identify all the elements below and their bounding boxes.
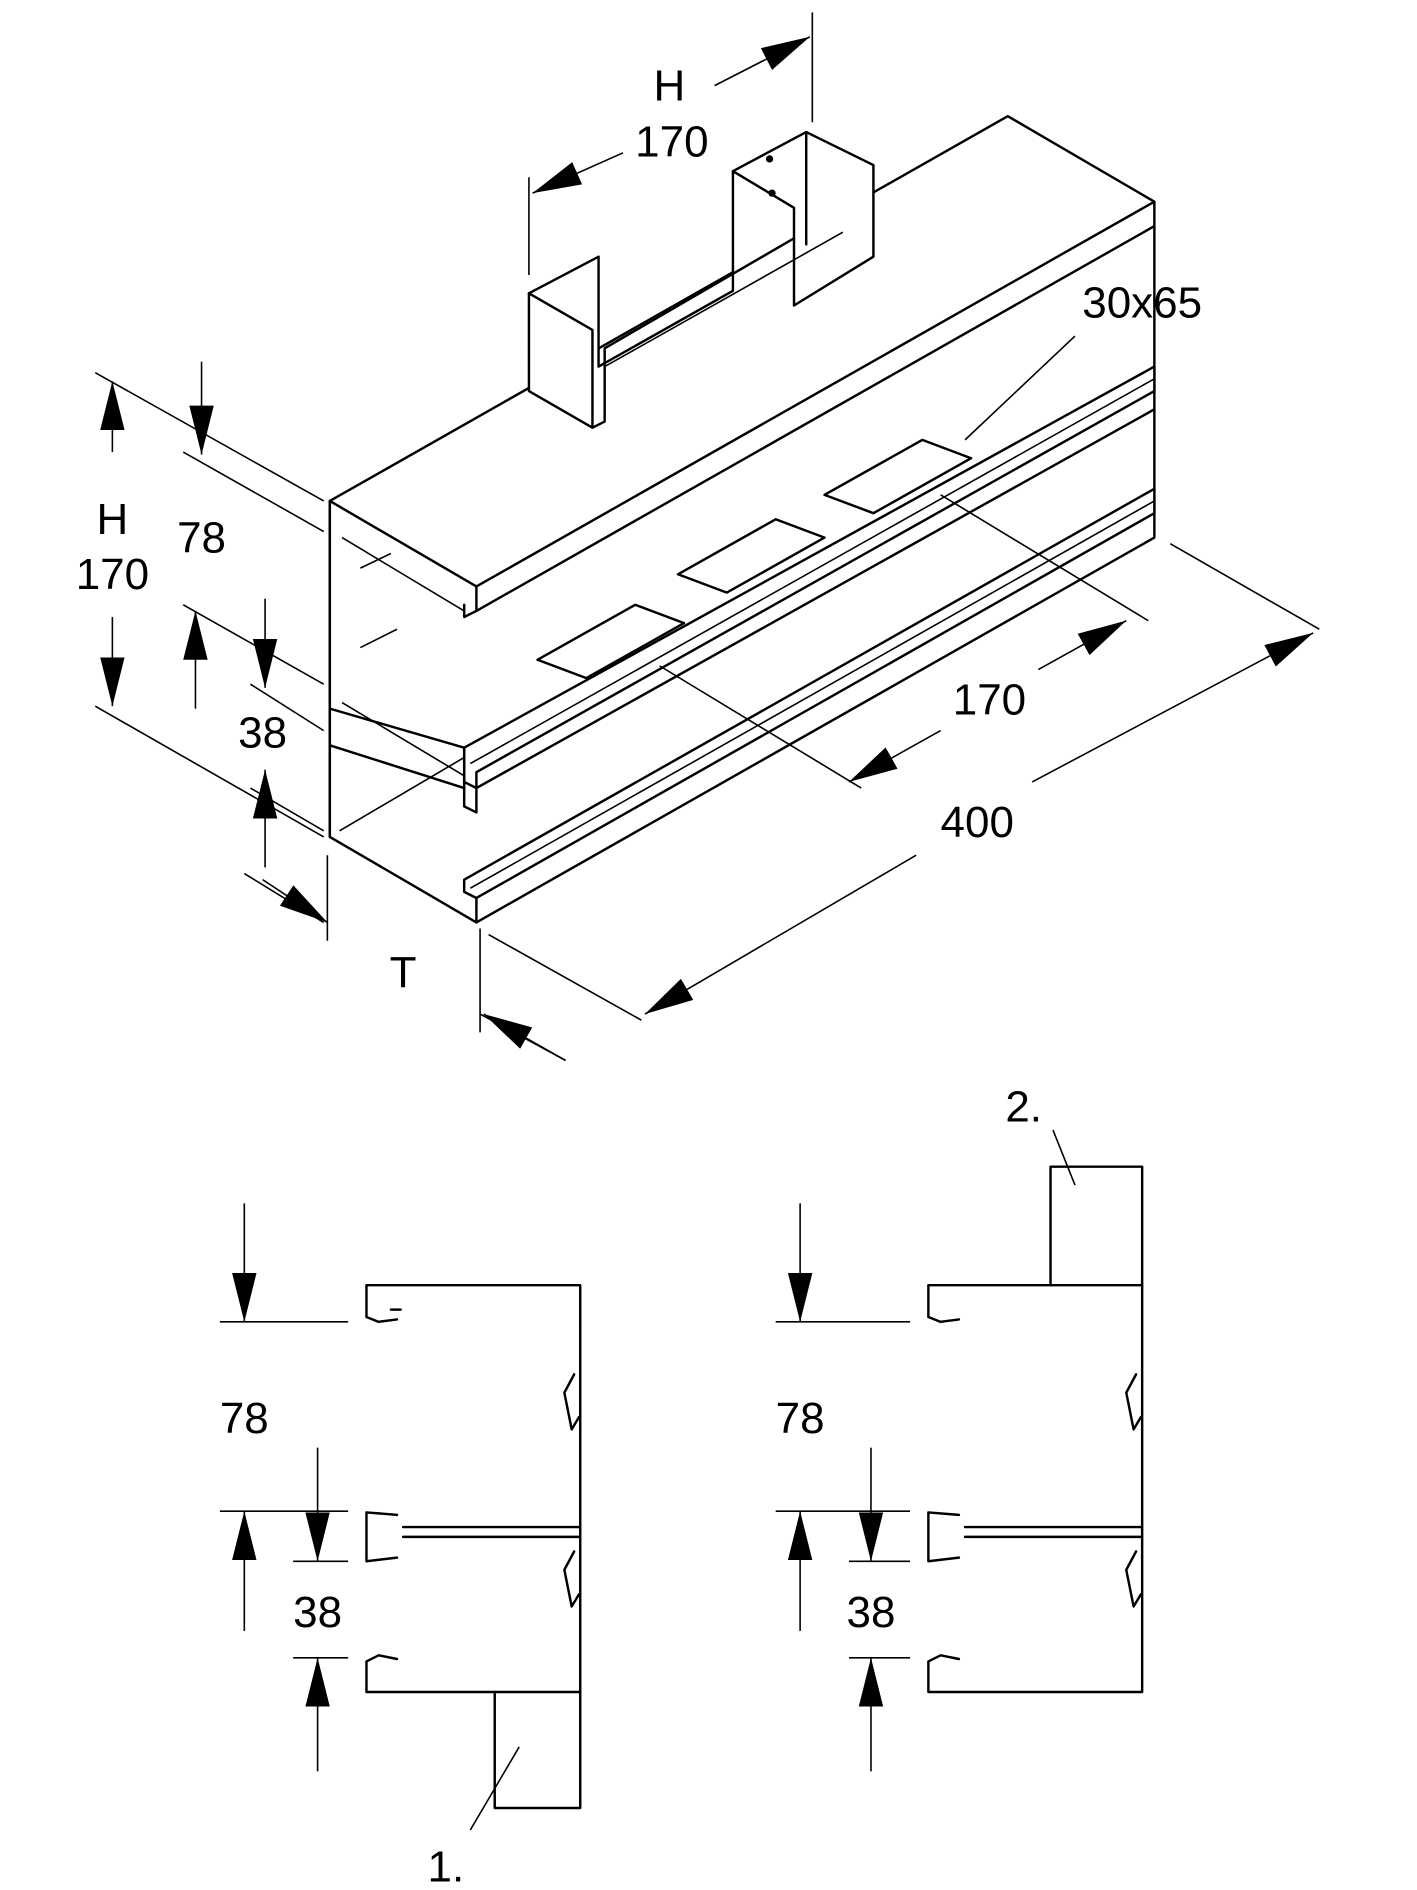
slot-1 — [536, 603, 686, 680]
label-depth-170: 170 — [953, 676, 1026, 725]
label-length-400: 400 — [941, 798, 1014, 847]
section-2-tab — [1049, 1165, 1144, 1287]
label-t: T — [390, 948, 417, 997]
section-2-label-78: 78 — [776, 1394, 825, 1443]
label-top-170: 170 — [635, 117, 708, 166]
section-2: 78 38 2. — [776, 1083, 1144, 1772]
label-left-170: 170 — [76, 550, 149, 599]
section-1: 78 38 1. — [220, 1203, 582, 1890]
slot-3 — [823, 438, 973, 515]
slot-2 — [676, 518, 826, 594]
isometric-duct — [328, 114, 1156, 924]
section-1-callout: 1. — [428, 1842, 465, 1890]
section-1-tab — [493, 1690, 582, 1810]
end-slots — [360, 552, 398, 649]
section-1-divider — [365, 1511, 582, 1563]
label-left-38: 38 — [238, 709, 287, 758]
middle-rail — [462, 365, 1156, 814]
section-2-callout: 2. — [1005, 1083, 1042, 1132]
section-2-label-38: 38 — [847, 1588, 896, 1637]
t-piece-upstand — [527, 130, 875, 429]
section-1-label-78: 78 — [220, 1394, 269, 1443]
section-1-profile — [365, 1283, 582, 1694]
iso-dimensions: H 170 30x65 H 170 78 38 T 170 400 — [76, 12, 1320, 1062]
section-2-profile — [927, 1283, 1144, 1694]
label-left-78: 78 — [177, 513, 226, 562]
section-1-label-38: 38 — [293, 1588, 342, 1637]
label-left-h: H — [96, 495, 128, 544]
section-2-divider — [927, 1511, 1144, 1563]
label-top-h: H — [654, 61, 686, 110]
label-slot-size: 30x65 — [1082, 279, 1202, 328]
